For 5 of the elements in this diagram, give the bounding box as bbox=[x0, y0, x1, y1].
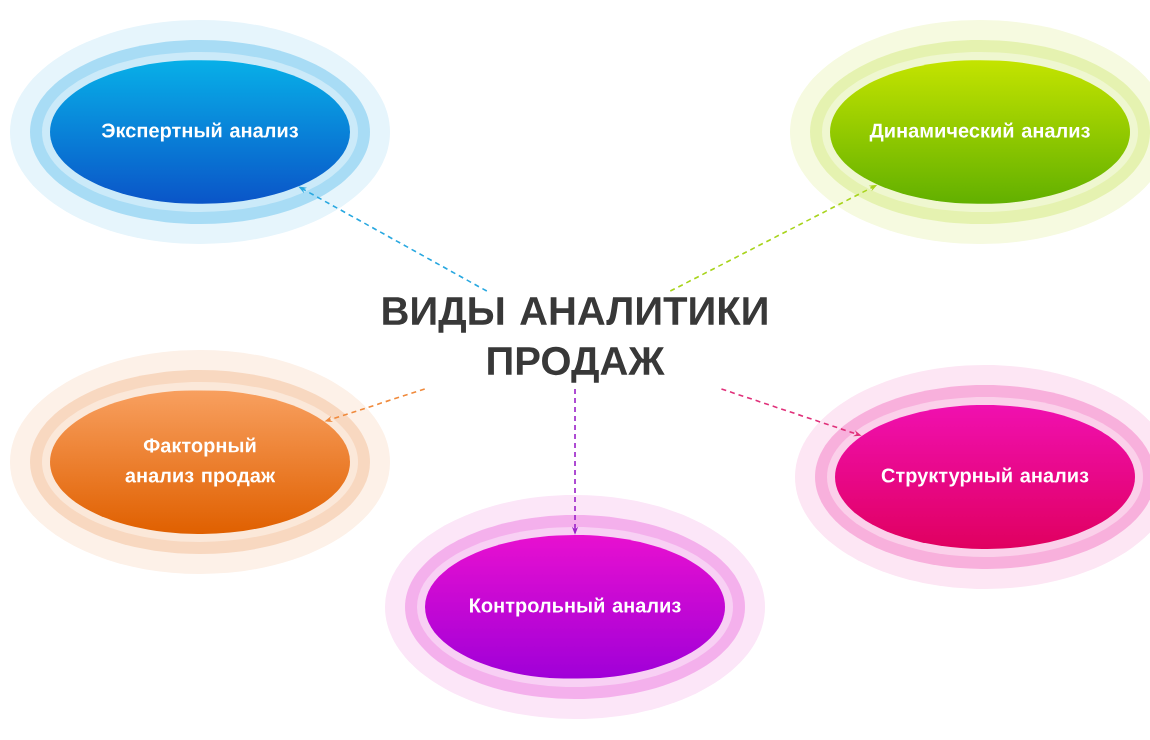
ellipse-badge: Экспертный анализ bbox=[10, 20, 390, 244]
ellipse-badge: Факторный анализ продаж bbox=[10, 350, 390, 574]
ellipse-badge: Структурный анализ bbox=[795, 365, 1150, 589]
ellipse-badge: Динамический анализ bbox=[790, 20, 1150, 244]
ellipse-badge: Контрольный анализ bbox=[385, 495, 765, 719]
